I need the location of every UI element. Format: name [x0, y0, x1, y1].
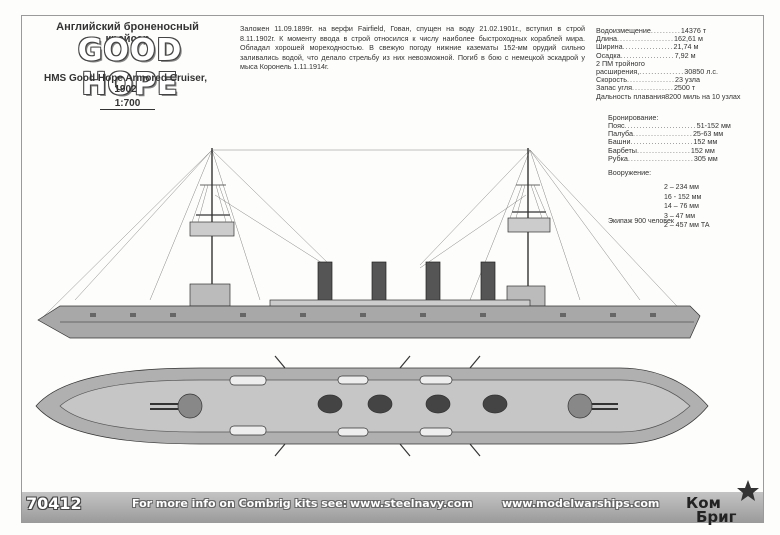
spec-dots: ..................: [620, 50, 675, 60]
armour-row: Рубка......................305 мм: [608, 153, 731, 163]
spec-label: Дальность плавания: [596, 91, 666, 101]
crew-label: Экипаж 900 человек: [608, 218, 674, 225]
armour-value: 152 мм: [690, 145, 715, 155]
logo-text-top: Ком: [686, 494, 721, 512]
spec-value: 7,92 м: [674, 50, 696, 60]
history-description: Заложен 11.09.1899г. на верфи Fairfield,…: [240, 24, 585, 72]
spec-label: Длина: [596, 34, 618, 44]
spec-row: Осадка..................7,92 м: [596, 50, 741, 60]
spec-row: Дальность плавания8200 миль на 10 узлах: [596, 91, 741, 101]
more-info-text: For more info on Combrig kits see:: [132, 497, 348, 510]
spec-row: Ширина.................21,74 м: [596, 43, 741, 51]
ship-name-title: GOOD HOPE: [77, 33, 183, 102]
spec-dots: ...................: [617, 34, 674, 44]
armour-dots: ........................: [624, 121, 697, 130]
spec-label: Осадка: [596, 50, 621, 60]
armament-heading: Вооружение:: [608, 168, 652, 177]
armour-dots: ..................: [636, 145, 691, 155]
armament-item: 14 – 76 мм: [664, 203, 699, 211]
spec-value: 8200 миль на 10 узлах: [665, 91, 741, 101]
spec-dots: ..........: [650, 26, 681, 35]
armour-label: Башни: [608, 137, 631, 147]
armour-dots: .....................: [630, 137, 694, 147]
footer-bar: [22, 492, 763, 523]
star-icon: [737, 480, 759, 501]
armour-row: Барбеты..................152 мм: [608, 145, 731, 155]
spec-label: Ширина: [596, 42, 623, 52]
armour-value: 152 мм: [693, 137, 718, 147]
spec-dots: ................: [627, 75, 675, 85]
side-profile-drawing: [37, 148, 701, 339]
armour-row: Палуба....................25-63 мм: [608, 129, 731, 139]
spec-label: Запас угля: [596, 83, 632, 93]
spec-value: 21,74 м: [673, 42, 699, 52]
title-russian: Английский броненосный крейсер: [56, 21, 199, 45]
armour-value: 305 мм: [693, 153, 718, 163]
spec-label: расширения,: [596, 67, 640, 77]
spec-row: 2 ПМ тройного: [596, 58, 741, 68]
armour-label: Палуба: [608, 129, 633, 139]
armour-label: Пояс: [608, 121, 625, 130]
subtitle-english: HMS Good Hope Armored Cruiser, 1902: [44, 73, 207, 95]
armament-item: 16 - 152 мм: [664, 193, 702, 201]
armour-value: 51-152 мм: [696, 121, 731, 130]
spec-label: Скорость: [596, 75, 628, 85]
spec-dots: ...............: [639, 67, 685, 77]
spec-value: 23 узла: [675, 75, 700, 85]
spec-label: Водоизмещение: [596, 26, 651, 35]
armour-label: Барбеты: [608, 145, 637, 155]
armour-dots: ......................: [627, 153, 694, 163]
website-link-modelwarships[interactable]: www.modelwarships.com: [502, 497, 660, 510]
spec-label: 2 ПМ тройного: [596, 58, 645, 68]
plan-view-drawing: [35, 355, 709, 457]
combrig-logo: Ком Бриг: [682, 478, 768, 526]
spec-value: 30850 л.с.: [684, 67, 718, 77]
spec-value: 2500 т: [673, 83, 696, 93]
spec-dots: ..............: [631, 83, 674, 93]
logo-text-bottom: Бриг: [696, 508, 737, 526]
spec-row: Запас угля..............2500 т: [596, 84, 741, 92]
armour-dots: ....................: [632, 129, 693, 139]
armament-item: 2 – 234 мм: [664, 184, 699, 191]
spec-row: расширения,...............30850 л.с.: [596, 67, 741, 77]
spec-row: Скорость................23 узла: [596, 76, 741, 84]
armament-item: 2 – 457 мм ТА: [664, 222, 710, 230]
armour-row: Пояс........................51-152 мм: [608, 121, 731, 130]
spec-value: 162,61 м: [674, 34, 703, 44]
kit-code: 70412: [26, 494, 82, 513]
website-link-steelnavy[interactable]: www.steelnavy.com: [350, 497, 473, 510]
scale-label: 1:700: [100, 98, 155, 110]
armour-value: 25-63 мм: [692, 129, 724, 139]
spec-row: Длина...................162,61 м: [596, 34, 741, 44]
armour-label: Рубка: [608, 153, 628, 163]
armour-heading: Бронирование:: [608, 113, 659, 122]
armour-row: Башни.....................152 мм: [608, 138, 731, 146]
spec-row: Водоизмещение..........14376 т: [596, 26, 741, 35]
spec-value: 14376 т: [680, 26, 707, 35]
armament-item: 3 – 47 мм: [664, 212, 696, 220]
spec-dots: .................: [622, 42, 674, 52]
